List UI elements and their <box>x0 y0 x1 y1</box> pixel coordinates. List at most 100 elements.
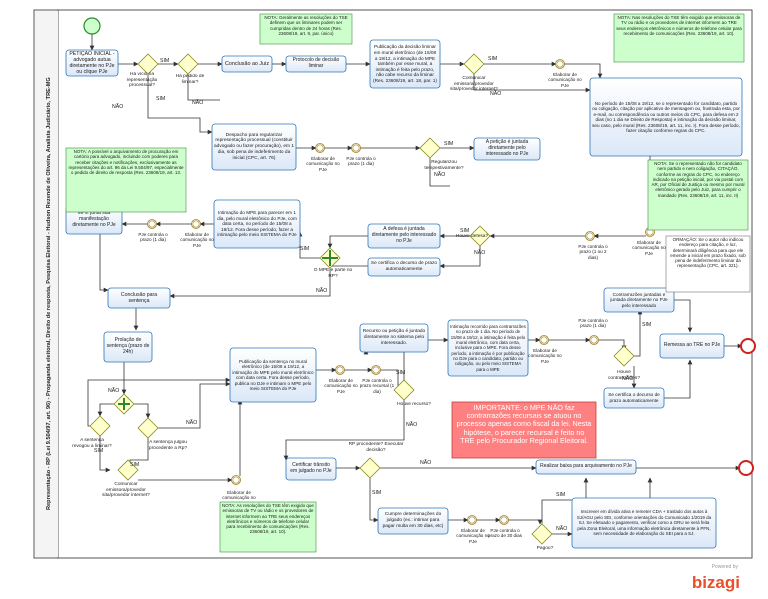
task-inscrever <box>571 497 717 549</box>
event-label-elab-com-2-wrap: Elaborar de comunicação no PJe <box>306 156 339 172</box>
event-label-controle-recursal-wrap: PJe controla o prazo recursal (1 dia) <box>360 378 394 394</box>
flow-label-nao-9: NÃO <box>474 249 485 256</box>
event-inner-elab-com-2 <box>316 144 324 152</box>
event-label-elab-com-4: Elaborar de comunicação no PJe <box>180 232 214 248</box>
task-peticao <box>65 49 119 77</box>
task-label-prolacao-wrap: Prolação de sentença (prazo de 24h) <box>107 337 150 355</box>
note-text-n4-wrap: NOTA: Se o representado não for candidat… <box>651 161 745 198</box>
gateway-label-sentenca-procedente-wrap: A sentença julgou procedente a Rp? <box>149 440 187 451</box>
task-label-contrarrazoes-juntada-wrap: Contrarrazões juntadas e juntada diretam… <box>610 291 668 308</box>
task-prazo-defesa-info <box>589 77 743 157</box>
event-label-elab-com-5: Elaborar de comunicação no PJe <box>324 378 358 394</box>
flow-label-sim-8: SIM <box>460 228 469 234</box>
event-label-elab-com-8: Elaborar de comunicação no PJe <box>456 528 490 544</box>
task-publicacao-liminar <box>369 39 441 89</box>
important-box <box>451 401 597 459</box>
gateway-houve-defesa <box>469 225 491 247</box>
task-publicacao-sentenca <box>229 347 317 403</box>
event-inner-controle-recursal <box>372 366 380 374</box>
event-label-elab-com-1-wrap: Elaborar de comunicação no PJe <box>548 72 581 88</box>
important-text: IMPORTANTE: o MPE NÃO faz contrarrazões … <box>456 404 592 445</box>
gateway-label-comunicar-internet: Comunicar emissora/provedor sita/provedo… <box>450 76 498 93</box>
task-label-remessa-tre: Remessa ao TRE no PJe <box>663 342 721 349</box>
event-label-controle-1dia-c-wrap: PJe controla o prazo (1 dia) <box>578 318 607 328</box>
gateway-label-mpe-parte-wrap: O MPE é parte no RP? <box>313 268 353 279</box>
task-label-intimacao-mpe-wrap: Intimação do MPE para parecer em 1 dia, … <box>217 210 297 238</box>
event-label-elab-com-3: Elaborar de comunicação no PJe <box>632 240 666 256</box>
note-n2 <box>613 13 745 63</box>
flow-label-sim-2: SIM <box>444 141 453 147</box>
task-remessa-tre <box>659 333 725 359</box>
gateway-label-executar: RP procedente? Executar decisão? <box>348 442 404 453</box>
gateway-label-regulariza: Regularizou tempestivamente? <box>424 160 464 171</box>
gateway-label-mpe-parte: O MPE é parte no RP? <box>313 268 353 279</box>
gateway-label-revogou: A sentença revogou a liminar? <box>72 438 112 449</box>
task-label-defesa-juntada-wrap: A defesa é juntada diretamente pelo inte… <box>371 226 437 244</box>
event-label-controle-1dia-b-wrap: PJe controla o prazo (1 dia) <box>138 232 168 243</box>
flow-label-nao-3: NÃO <box>434 171 445 178</box>
flow-label-nao-21: NÃO <box>420 459 431 466</box>
event-inner-elab-com-8 <box>468 516 476 524</box>
gateway-label-liminar-wrap: Há pedido de liminar? <box>176 74 205 85</box>
lane-title: Representação - RP (Lei 9.504/97, art. 9… <box>46 77 52 510</box>
gateway-houve-recurso <box>393 379 415 401</box>
event-label-elab-com-5-wrap: Elaborar de comunicação no PJe <box>324 378 358 394</box>
event-label-controle-30: PJe controla o prazo de 30 dias <box>488 528 522 539</box>
task-label-certifica-decurso1-wrap: Se certifica o decurso de prazo automati… <box>371 261 437 272</box>
task-defesa-juntada <box>367 223 441 249</box>
task-intimacao-contrarrazoes <box>447 319 529 377</box>
flow-label-nao-13: NÃO <box>108 387 119 394</box>
task-label-peticao-juntada-wrap: A petição é juntada diretamente pelo int… <box>486 139 529 157</box>
gateway-label-advogado: Há vício na representação processual? <box>126 72 158 89</box>
task-label-publicacao-liminar: Publicação da decisão liminar em mural e… <box>373 44 437 83</box>
gateway-comunicar2 <box>117 459 139 481</box>
task-label-realizar-baixa-wrap: Realizar baixa para arquivamento no PJe <box>540 463 632 470</box>
flow-label-nao-11: NÃO <box>316 287 327 294</box>
start-event <box>83 17 101 35</box>
flow-label-sim-20: SIM <box>372 490 381 496</box>
gateway-label-comunicar2: Comunicar emissora/provedor sita/provedo… <box>102 482 150 499</box>
task-label-conclusao-sentenca-wrap: Conclusão para sentença <box>121 292 157 304</box>
gateway-label-houve-defesa-wrap: Houve defesa? <box>456 234 488 239</box>
event-inner-controle-1dia-c <box>590 336 598 344</box>
task-label-cumprir: Cumpre determinações do julgado (ex.: in… <box>382 512 444 529</box>
flow-label-nao-5: NÃO <box>490 90 501 97</box>
gateway-label-houve-recurso: Houve recurso? <box>397 402 431 407</box>
flow-label-sim-23: SIM <box>556 492 565 498</box>
task-label-realizar-baixa: Realizar baixa para arquivamento no PJe <box>540 463 632 470</box>
task-despacho <box>211 123 297 171</box>
event-inner-controle-2dias <box>586 232 594 240</box>
task-label-intimacao-contrarrazoes: Intimação recorrido para contrarrazões n… <box>450 324 526 372</box>
event-inner-controle-1dia-a <box>352 144 360 152</box>
gateway-executar <box>359 457 381 479</box>
task-label-despacho: Despacho para regularizar representação … <box>214 132 294 161</box>
gateway-revogou <box>89 415 111 437</box>
flow-label-nao-22: NÃO <box>556 525 567 532</box>
note-text-n4: NOTA: Se o representado não for candidat… <box>651 161 745 198</box>
event-inner-elab-com-6 <box>540 336 548 344</box>
task-label-prazo-defesa-info-wrap: No período de 15/08 a 19/12, se o repres… <box>592 101 740 134</box>
task-label-contrarrazoes-juntada: Contrarrazões juntadas e juntada diretam… <box>610 291 668 308</box>
task-conclusao-juiz <box>221 55 273 73</box>
event-inner-elab-com-7 <box>232 476 240 484</box>
event-label-controle-1dia-b: PJe controla o prazo (1 dia) <box>138 232 168 243</box>
task-label-intimacao-mpe: Intimação do MPE para parecer em 1 dia, … <box>217 210 297 238</box>
event-label-elab-com-3-wrap: Elaborar de comunicação no PJe <box>632 240 666 256</box>
flow-label-sim-4: SIM <box>488 56 497 62</box>
flow-label-nao-14: NÃO <box>186 419 197 426</box>
event-label-controle-2dias: PJe controla o prazo (1 ou 2 dias) <box>578 244 608 260</box>
gateway-liminar <box>177 53 199 75</box>
task-label-defesa-juntada: A defesa é juntada diretamente pelo inte… <box>371 226 437 244</box>
task-contrarrazoes-juntada <box>603 287 675 313</box>
gateway-pagou <box>531 523 553 545</box>
end-event-2 <box>738 460 754 476</box>
gateway-label-pagou: Pagou? <box>536 546 554 551</box>
task-cumprir <box>377 507 449 535</box>
flow-label-sim-18: SIM <box>642 322 651 328</box>
task-label-cumprir-wrap: Cumpre determinações do julgado (ex.: in… <box>382 512 444 529</box>
gateway-sentenca-procedente <box>137 417 159 439</box>
task-label-recurso-juntado: Recurso ou petição é juntado diretamente… <box>362 329 426 346</box>
gateway-label-regulariza-wrap: Regularizou tempestivamente? <box>424 160 464 171</box>
task-conclusao-sentenca <box>107 287 171 309</box>
